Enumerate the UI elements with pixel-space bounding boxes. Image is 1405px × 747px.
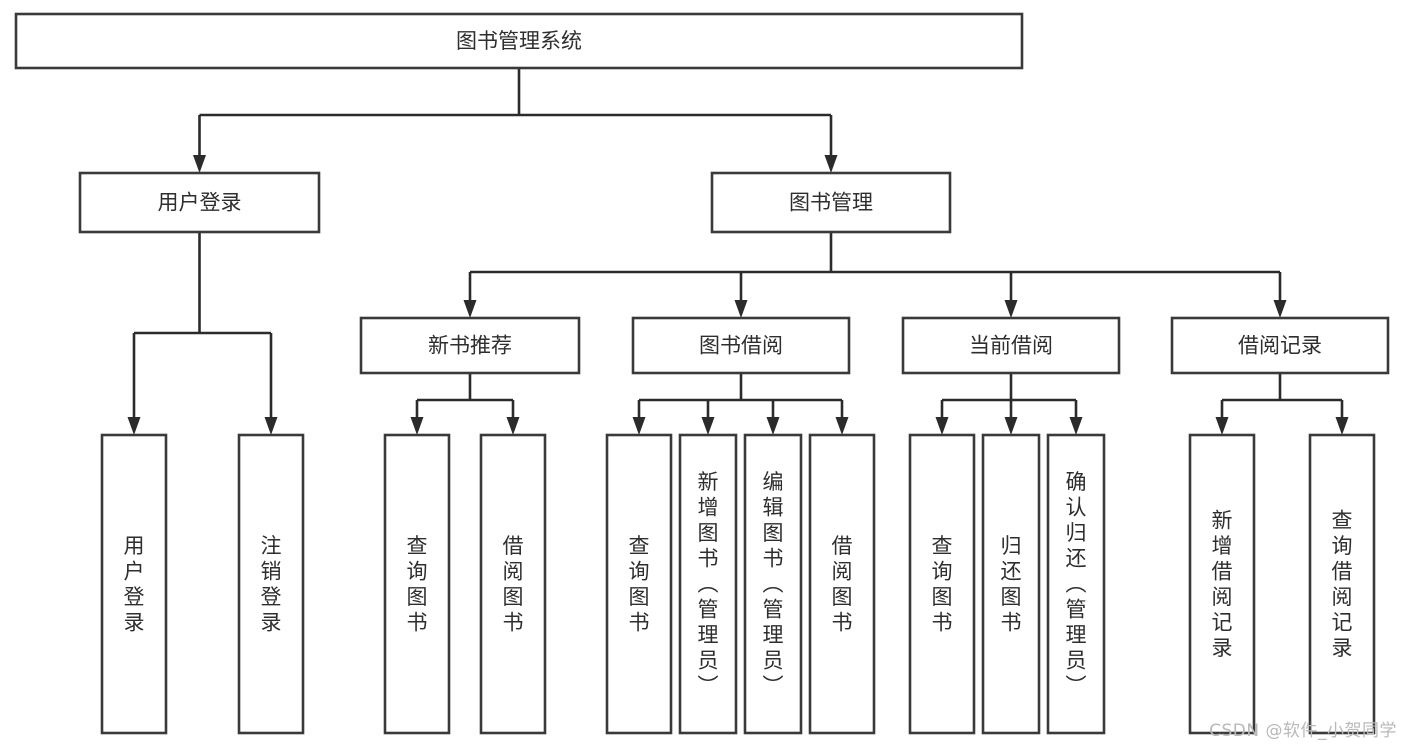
node-leaf-user-login[interactable]: 用户登录 <box>100 433 168 735</box>
edge-group-book-borrow <box>632 373 849 435</box>
node-label-new-book-rec: 新书推荐 <box>428 334 512 358</box>
node-leaf-confirm-return[interactable]: 确认归还︵管理员︶ <box>1046 433 1106 735</box>
node-layer: 图书管理系统用户登录图书管理新书推荐图书借阅当前借阅借阅记录用户登录注销登录查询… <box>14 12 1390 735</box>
arrow-head-icon <box>506 417 520 435</box>
node-label-leaf-return-book: 归还图书 <box>1001 534 1022 635</box>
node-new-book-rec[interactable]: 新书推荐 <box>359 316 581 375</box>
edge-group-root <box>193 68 838 173</box>
csdn-watermark: CSDN @软件_小贺同学 <box>1209 721 1397 741</box>
node-current-borrow[interactable]: 当前借阅 <box>901 316 1121 375</box>
node-label-leaf-query-book-3: 查询图书 <box>932 534 953 635</box>
node-box-leaf-logout[interactable] <box>237 433 305 735</box>
node-box-current-borrow[interactable] <box>901 316 1121 375</box>
node-box-leaf-query-book-1[interactable] <box>383 433 451 735</box>
node-leaf-return-book[interactable]: 归还图书 <box>981 433 1041 735</box>
node-book-borrow[interactable]: 图书借阅 <box>631 316 851 375</box>
node-label-leaf-edit-book: 编辑图书︵管理员︶ <box>763 470 784 698</box>
arrow-head-icon <box>701 417 715 435</box>
node-box-leaf-borrow-book-1[interactable] <box>479 433 547 735</box>
arrow-head-icon <box>835 417 849 435</box>
node-label-leaf-user-login: 用户登录 <box>124 534 145 635</box>
arrow-head-icon <box>193 155 206 173</box>
node-user-login[interactable]: 用户登录 <box>78 171 321 234</box>
node-label-leaf-query-record: 查询借阅记录 <box>1332 508 1353 660</box>
node-label-book-borrow: 图书借阅 <box>699 334 783 358</box>
node-leaf-borrow-book-2[interactable]: 借阅图书 <box>808 433 876 735</box>
node-box-leaf-add-book[interactable] <box>678 433 738 735</box>
arrow-head-icon <box>410 417 424 435</box>
edge-group-book-manage <box>463 232 1287 318</box>
node-leaf-edit-book[interactable]: 编辑图书︵管理员︶ <box>743 433 803 735</box>
node-label-leaf-query-book-1: 查询图书 <box>407 534 428 635</box>
edge-group-new-book-rec <box>410 373 520 435</box>
edge-group-borrow-record <box>1215 373 1349 435</box>
arrow-head-icon <box>935 417 949 435</box>
arrow-head-icon <box>1335 417 1349 435</box>
node-label-leaf-query-book-2: 查询图书 <box>629 534 650 635</box>
arrow-head-icon <box>824 155 838 173</box>
node-box-book-borrow[interactable] <box>631 316 851 375</box>
node-label-current-borrow: 当前借阅 <box>969 334 1053 358</box>
node-box-leaf-return-book[interactable] <box>981 433 1041 735</box>
arrow-head-icon <box>264 417 278 435</box>
node-box-leaf-user-login[interactable] <box>100 433 168 735</box>
edge-group-current-borrow <box>935 373 1083 435</box>
node-label-leaf-add-book: 新增图书︵管理员︶ <box>698 470 719 698</box>
node-label-leaf-add-record: 新增借阅记录 <box>1212 508 1233 660</box>
node-label-leaf-borrow-book-1: 借阅图书 <box>503 534 524 635</box>
node-root[interactable]: 图书管理系统 <box>14 12 1024 70</box>
node-leaf-logout[interactable]: 注销登录 <box>237 433 305 735</box>
node-leaf-query-book-3[interactable]: 查询图书 <box>908 433 976 735</box>
node-box-book-manage[interactable] <box>710 171 952 234</box>
arrow-head-icon <box>1273 300 1287 318</box>
node-box-leaf-query-book-2[interactable] <box>605 433 673 735</box>
node-label-borrow-record: 借阅记录 <box>1238 334 1322 358</box>
arrow-head-icon <box>632 417 646 435</box>
node-box-root[interactable] <box>14 12 1024 70</box>
arrow-head-icon <box>766 417 780 435</box>
node-box-leaf-query-record[interactable] <box>1308 433 1376 735</box>
node-book-manage[interactable]: 图书管理 <box>710 171 952 234</box>
arrow-head-icon <box>127 417 141 435</box>
node-leaf-borrow-book-1[interactable]: 借阅图书 <box>479 433 547 735</box>
node-box-leaf-edit-book[interactable] <box>743 433 803 735</box>
arrow-head-icon <box>1004 417 1018 435</box>
node-leaf-query-record[interactable]: 查询借阅记录 <box>1308 433 1376 735</box>
arrow-head-icon <box>1004 300 1018 318</box>
node-label-book-manage: 图书管理 <box>789 191 873 215</box>
node-label-user-login: 用户登录 <box>158 191 242 215</box>
edge-group-user-login <box>127 232 278 435</box>
connector-layer <box>127 68 1349 435</box>
node-label-leaf-borrow-book-2: 借阅图书 <box>832 534 853 635</box>
node-leaf-add-record[interactable]: 新增借阅记录 <box>1188 433 1256 735</box>
node-leaf-query-book-1[interactable]: 查询图书 <box>383 433 451 735</box>
node-box-leaf-add-record[interactable] <box>1188 433 1256 735</box>
arrow-head-icon <box>463 300 477 318</box>
node-label-root: 图书管理系统 <box>456 29 582 53</box>
node-leaf-query-book-2[interactable]: 查询图书 <box>605 433 673 735</box>
arrow-head-icon <box>1069 417 1083 435</box>
node-label-leaf-confirm-return: 确认归还︵管理员︶ <box>1066 470 1087 698</box>
arrow-head-icon <box>1215 417 1229 435</box>
node-box-new-book-rec[interactable] <box>359 316 581 375</box>
node-box-leaf-confirm-return[interactable] <box>1046 433 1106 735</box>
node-box-leaf-borrow-book-2[interactable] <box>808 433 876 735</box>
node-box-user-login[interactable] <box>78 171 321 234</box>
node-box-leaf-query-book-3[interactable] <box>908 433 976 735</box>
node-label-leaf-logout: 注销登录 <box>261 534 282 635</box>
node-borrow-record[interactable]: 借阅记录 <box>1170 316 1390 375</box>
arrow-head-icon <box>734 300 748 318</box>
node-box-borrow-record[interactable] <box>1170 316 1390 375</box>
node-leaf-add-book[interactable]: 新增图书︵管理员︶ <box>678 433 738 735</box>
